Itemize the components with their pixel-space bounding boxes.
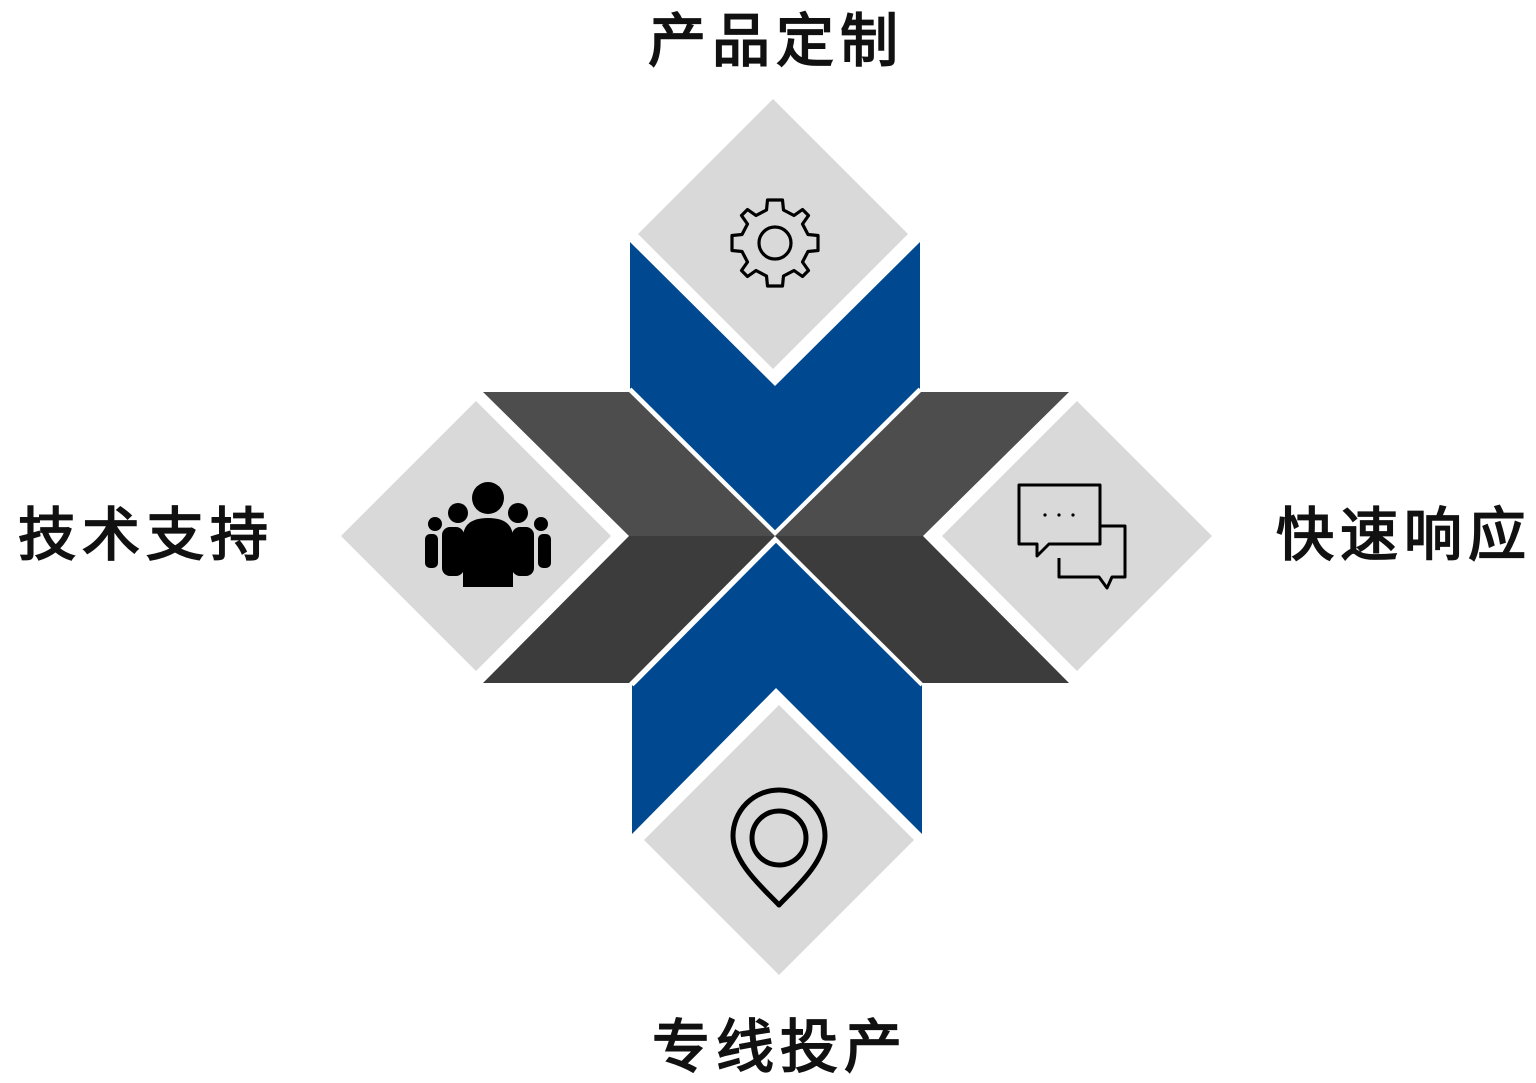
label-dedicated-line-production: 专线投产	[652, 1013, 909, 1081]
label-technical-support: 技术支持	[18, 501, 275, 569]
left-chevron-band	[483, 392, 775, 683]
chat-bubbles-icon	[1017, 483, 1127, 590]
label-quick-response: 快速响应	[1276, 501, 1533, 569]
right-diamond	[942, 401, 1212, 671]
left-chevron-upper	[483, 392, 775, 536]
bottom-diamond	[644, 705, 914, 975]
gear-icon	[730, 198, 820, 288]
label-product-customization: 产品定制	[648, 7, 905, 75]
location-pin-icon	[730, 787, 828, 908]
band-separators	[628, 387, 924, 687]
right-chevron-lower	[775, 536, 1069, 683]
left-chevron-lower	[483, 536, 775, 683]
top-diamond	[638, 99, 908, 369]
people-group-icon	[425, 482, 551, 587]
right-chevron-upper	[775, 392, 1069, 536]
right-chevron-band	[775, 392, 1069, 683]
